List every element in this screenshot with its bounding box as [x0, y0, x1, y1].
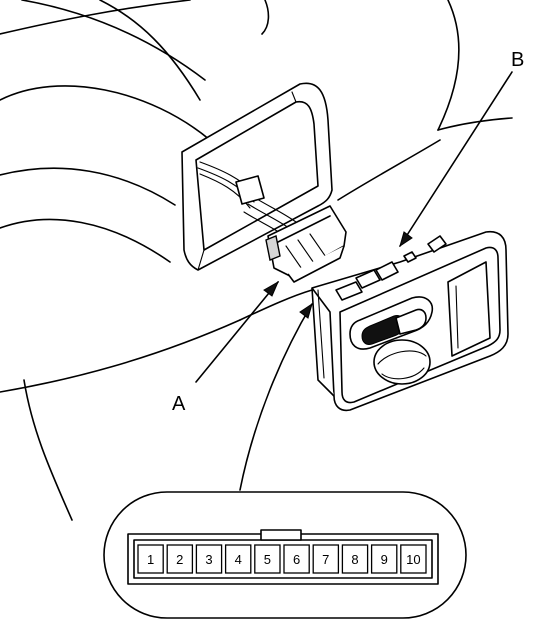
pin-number: 8	[351, 552, 358, 567]
mirror-switch	[311, 230, 509, 412]
pin-cell	[166, 544, 194, 574]
pin-number: 3	[205, 552, 212, 567]
harness-connector	[265, 205, 347, 283]
leader-lines	[195, 71, 513, 491]
pin-number: 4	[235, 552, 242, 567]
pin-row: 1 2 3 4 5 6 7 8 9 10	[137, 544, 427, 574]
pin-cell	[370, 544, 398, 574]
pin-cell	[137, 544, 164, 574]
callout-a-label: A	[172, 393, 186, 415]
pin-number: 5	[264, 552, 271, 567]
pin-number: 6	[293, 552, 300, 567]
pin-cell	[254, 544, 281, 574]
pin-number: 2	[176, 552, 183, 567]
pin-cell	[341, 544, 369, 574]
pin-cell	[283, 544, 310, 574]
pin-number: 9	[381, 552, 388, 567]
pin-number: 7	[322, 552, 329, 567]
pin-cell	[400, 544, 427, 574]
pin-cell	[195, 544, 223, 574]
callout-b-label: B	[511, 49, 524, 71]
pin-number: 10	[406, 552, 420, 567]
pin-cell	[224, 544, 252, 574]
pin-cell	[312, 544, 340, 574]
dashboard-panel	[0, 0, 513, 521]
connector-pinout-view: 1 2 3 4 5 6 7 8 9 10	[103, 491, 467, 619]
pin-number: 1	[147, 552, 154, 567]
